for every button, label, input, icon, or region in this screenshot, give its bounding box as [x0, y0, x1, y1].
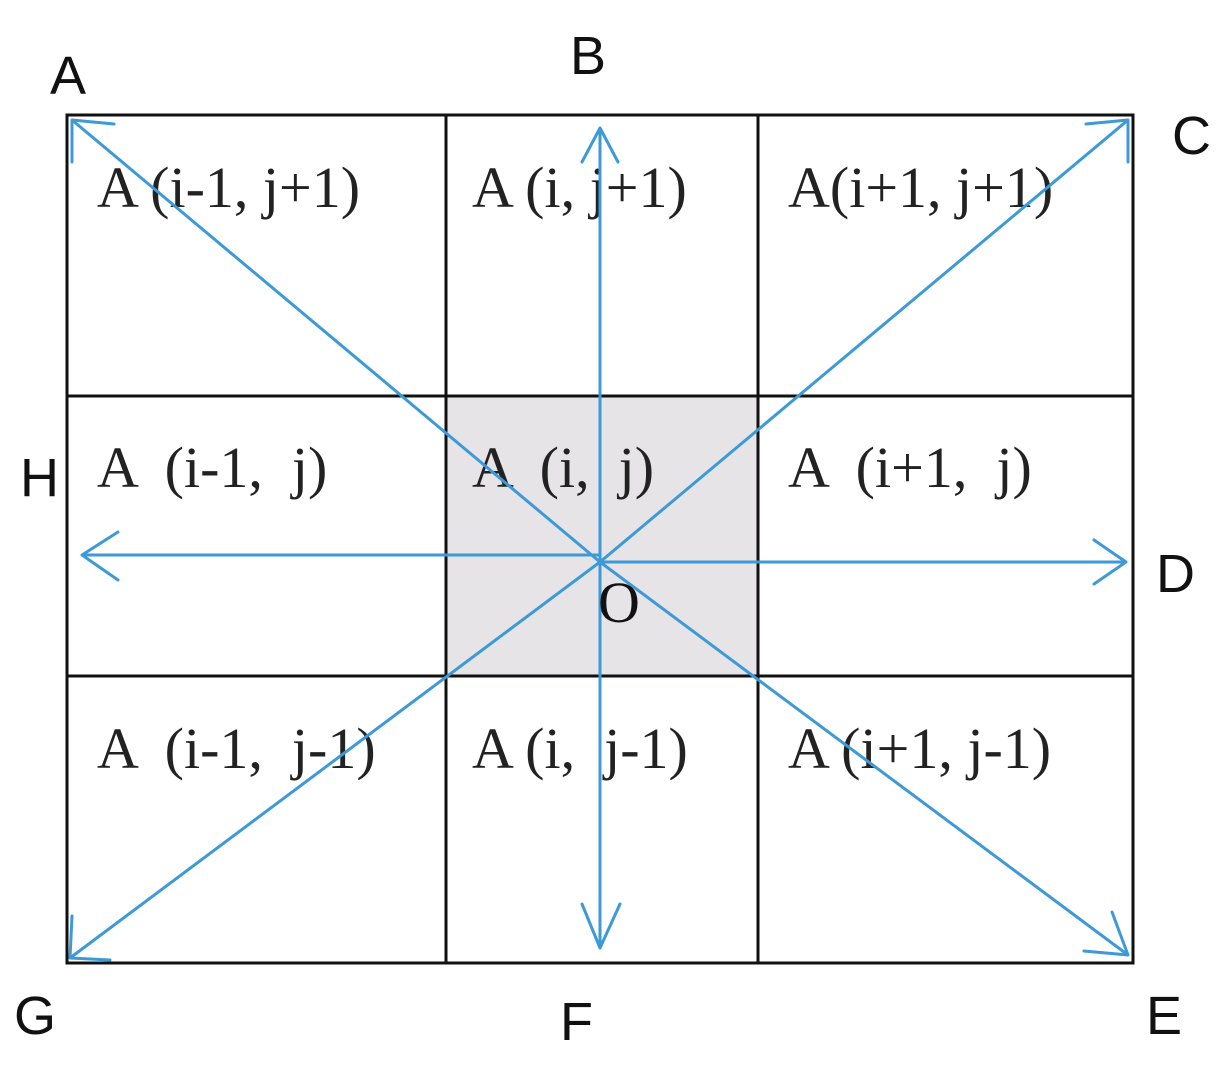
arrow-to-e [599, 560, 1129, 957]
arrow-head-h [80, 530, 120, 582]
cell-label-bottom-left: A (i-1, j-1) [97, 716, 376, 781]
direction-label-f: F [560, 992, 593, 1052]
direction-label-g: G [14, 986, 56, 1046]
center-cell-fill [446, 396, 758, 676]
arrow-head-f [580, 902, 622, 950]
grid-outer-border [65, 113, 1135, 965]
direction-arrows [68, 118, 1130, 962]
cell-label-bottom-middle: A (i, j-1) [472, 716, 688, 781]
arrow-head-g [68, 914, 112, 962]
arrow-to-a [71, 118, 601, 564]
direction-label-c: C [1172, 106, 1211, 166]
center-point-label: O [598, 570, 640, 635]
arrow-head-e [1082, 910, 1130, 957]
arrow-head-a [70, 118, 116, 164]
direction-label-a: A [50, 46, 86, 106]
arrow-to-g [69, 560, 601, 960]
direction-label-e: E [1146, 986, 1182, 1046]
direction-label-h: H [20, 448, 59, 508]
direction-label-d: D [1156, 544, 1195, 604]
cell-label-bottom-right: A (i+1, j-1) [788, 716, 1051, 781]
arrow-to-c [599, 118, 1129, 564]
direction-labels: A B C D E F G H [14, 26, 1211, 1052]
arrow-head-d [1092, 538, 1128, 586]
arrow-head-b [580, 126, 620, 164]
arrow-head-c [1084, 118, 1130, 164]
grid [65, 113, 1135, 965]
cell-label-top-middle: A (i, j+1) [472, 155, 687, 220]
cell-labels: A (i-1, j+1) A (i, j+1) A(i+1, j+1) A (i… [97, 155, 1053, 781]
cell-label-top-right: A(i+1, j+1) [788, 155, 1053, 220]
cell-label-middle-center: A (i, j) [472, 435, 654, 500]
cell-label-top-left: A (i-1, j+1) [97, 155, 360, 220]
cell-label-middle-right: A (i+1, j) [788, 435, 1032, 500]
cell-label-middle-left: A (i-1, j) [97, 435, 327, 500]
direction-label-b: B [570, 26, 606, 86]
